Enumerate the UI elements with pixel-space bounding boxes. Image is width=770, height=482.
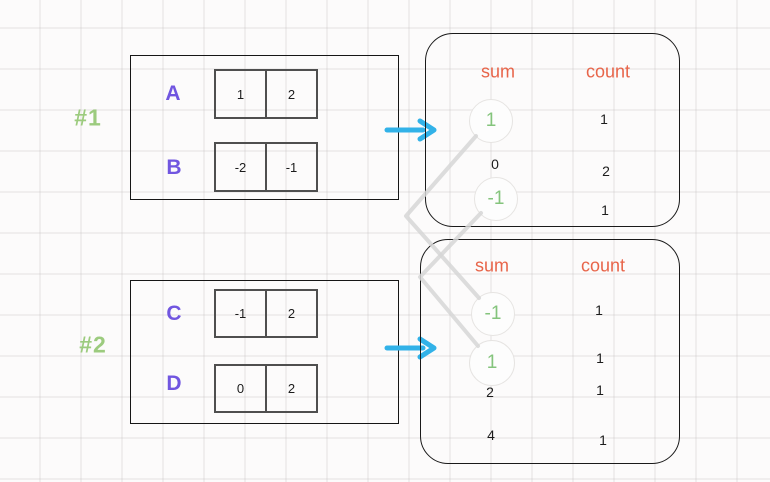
group-1-input-box: A 1 2 B -2 -1 bbox=[130, 55, 399, 200]
count-value: 1 bbox=[596, 350, 604, 366]
count-value: 1 bbox=[595, 302, 603, 318]
array-a-cell-1: 2 bbox=[287, 86, 296, 102]
sum-value: 0 bbox=[491, 156, 499, 172]
array-b-cell-1: -1 bbox=[285, 159, 298, 175]
sum-value-highlighted: 1 bbox=[469, 340, 515, 386]
count-header-1: count bbox=[585, 61, 631, 82]
sum-value: 2 bbox=[486, 384, 494, 400]
group-2-input-box: C -1 2 D 0 2 bbox=[130, 280, 399, 424]
count-header-2: count bbox=[580, 255, 626, 276]
array-d-cell-0: 0 bbox=[216, 366, 267, 411]
array-b-name: B bbox=[166, 156, 182, 179]
count-value: 1 bbox=[600, 111, 608, 127]
group-2-result-box: sum count -1 1 1 1 2 1 4 1 bbox=[420, 239, 680, 464]
sum-value-highlighted: 1 bbox=[469, 99, 513, 143]
sum-header-2: sum bbox=[474, 255, 510, 276]
count-value: 1 bbox=[601, 202, 609, 218]
array-d-name: D bbox=[166, 372, 182, 395]
array-c-name: C bbox=[166, 302, 182, 325]
array-a-cell-0: 1 bbox=[216, 71, 267, 117]
sum-value-highlighted: -1 bbox=[474, 177, 518, 221]
count-value: 2 bbox=[602, 163, 610, 179]
sum-value-highlighted: -1 bbox=[471, 292, 515, 336]
array-c-cell-1: 2 bbox=[287, 306, 296, 321]
group-2-label: #2 bbox=[79, 331, 107, 358]
array-c-cell-0: -1 bbox=[216, 291, 267, 336]
count-value: 1 bbox=[596, 382, 604, 398]
array-d-cell-1: 2 bbox=[287, 381, 296, 396]
array-c-cells: -1 2 bbox=[214, 289, 318, 338]
sum-value: 4 bbox=[487, 427, 495, 443]
count-value: 1 bbox=[599, 432, 607, 448]
sum-header-1: sum bbox=[480, 61, 516, 82]
array-b-cells: -2 -1 bbox=[214, 142, 318, 192]
group-1-result-box: sum count 1 1 0 2 -1 1 bbox=[425, 33, 680, 227]
array-a-name: A bbox=[165, 82, 181, 105]
array-b-cell-0: -2 bbox=[216, 144, 267, 190]
array-a-cells: 1 2 bbox=[214, 69, 318, 119]
array-d-cells: 0 2 bbox=[214, 364, 318, 413]
group-1-label: #1 bbox=[74, 104, 102, 131]
